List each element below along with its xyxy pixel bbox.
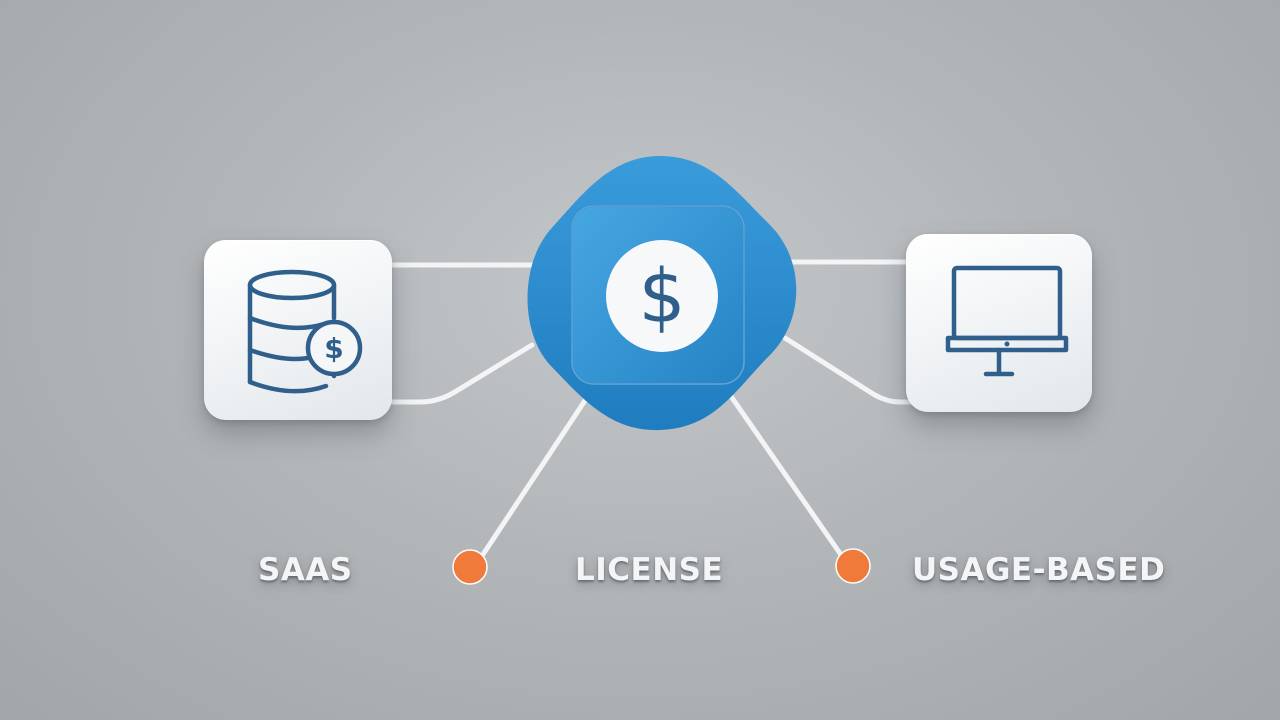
license-hub[interactable]: $ [520,150,800,440]
computer-monitor-icon [945,265,1069,377]
connector-hub-node-right [725,389,849,565]
dollar-coin-icon: $ [606,240,718,352]
database-dollar-icon: $ [247,269,363,394]
connector-right-bottom [782,335,915,405]
node-dot-left [452,549,488,585]
saas-card[interactable]: $ [204,240,392,420]
connector-left-bottom [387,342,535,405]
connector-hub-node-left [475,393,591,565]
node-dot-right [835,548,871,584]
svg-text:$: $ [638,254,685,340]
label-license: LICENSE [575,552,724,588]
label-usage-based: USAGE-BASED [912,552,1166,588]
svg-text:$: $ [324,332,343,365]
label-saas: SAAS [258,552,353,588]
hub-shape: $ [527,156,797,431]
usage-based-card[interactable] [906,234,1092,412]
